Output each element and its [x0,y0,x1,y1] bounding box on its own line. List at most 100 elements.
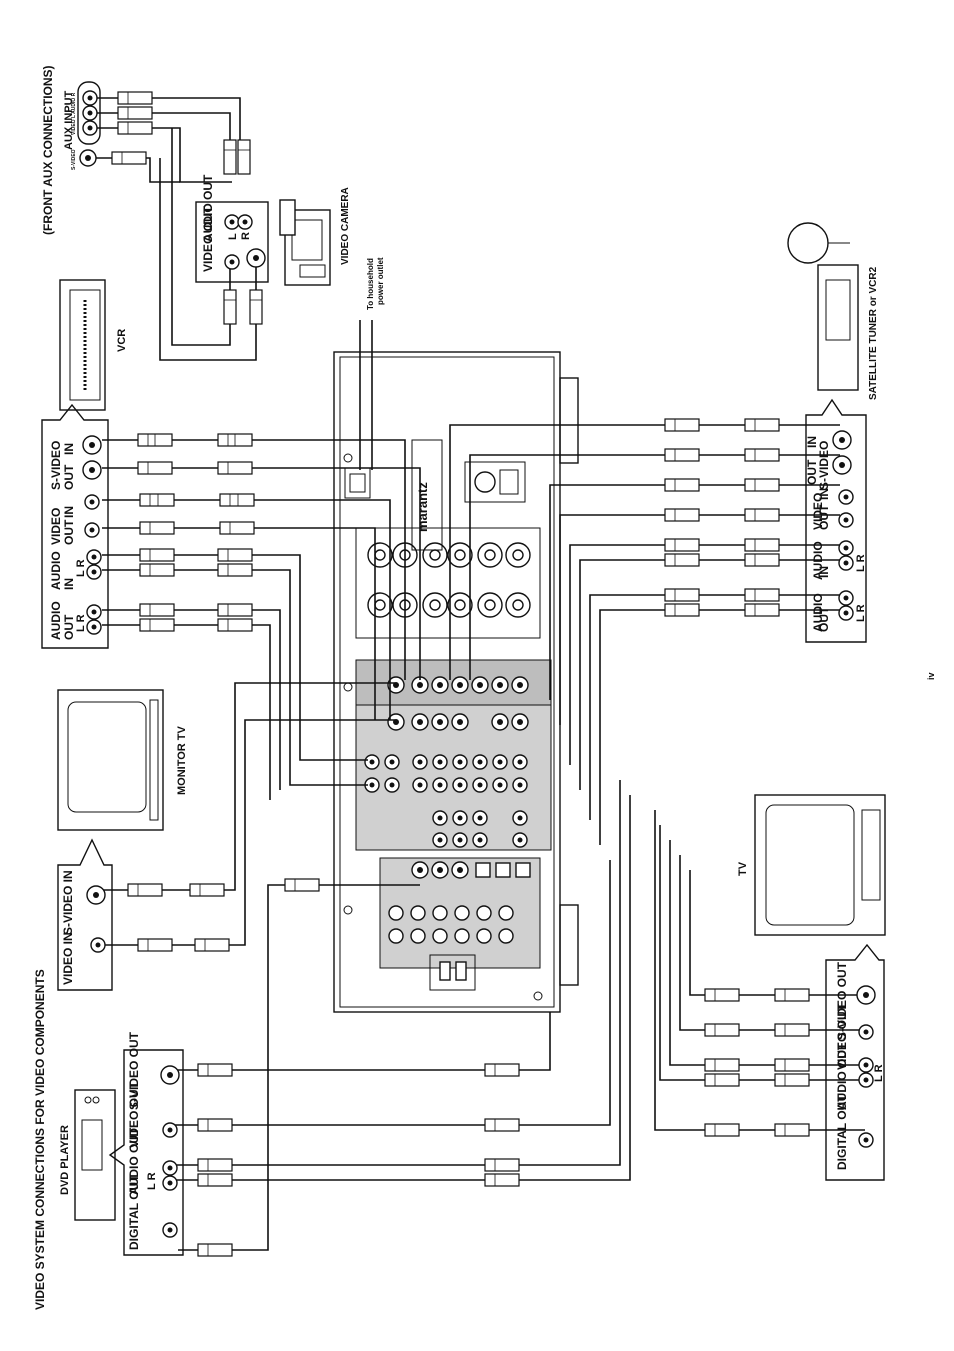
tv-s-video-out-label: S-VIDEO OUT [835,961,849,1040]
plug [664,448,700,462]
plug [774,1058,810,1072]
monitor-video-in-label: VIDEO IN [61,932,75,985]
vcr-audio-out-lr: L R [75,614,87,632]
plug [284,878,320,892]
aux-jack-label-video: VIDEO [71,119,77,135]
vcr-video-label: VIDEO [49,508,63,545]
camera-audio-out-label: AUDIO OUT [201,174,215,242]
plug [774,1123,810,1137]
plug [744,538,780,552]
plug [217,461,253,475]
plug [484,1118,520,1132]
dvd-digital-out-label: DIGITAL OUT [127,1174,141,1250]
plug [664,418,700,432]
plug [217,603,253,617]
receiver-jack-grid [364,676,529,848]
plug [744,603,780,617]
sat-audio-out-lr: L R [855,604,867,622]
plug [197,1118,233,1132]
vcr-s-video-out: OUT [62,464,76,490]
sat-audio-in-lr: L R [855,554,867,572]
satellite-tuner-icon [787,222,859,391]
plug [664,588,700,602]
front-aux-heading: (FRONT AUX CONNECTIONS) [41,65,55,235]
plug [484,1173,520,1187]
tv-icon [754,794,886,936]
monitor-tv-icon [57,689,164,831]
front-aux-input: (FRONT AUX CONNECTIONS) AUX INPUT S-VIDE… [41,65,101,235]
plug [237,139,251,175]
plug [704,1073,740,1087]
cable-plugs [111,91,810,1257]
sat-s-video-label: S-VIDEO [817,441,831,490]
vcr-video-in: IN [62,506,76,518]
plug [194,938,230,952]
vcr-device: VCR S-VIDEO OUT IN VIDEO OUT IN AUDIO IN… [41,279,128,649]
dvd-player-icon [74,1089,116,1221]
plug [664,553,700,567]
plug [664,478,700,492]
plug [223,289,237,325]
camera-r-label: R [240,232,252,240]
page-title: VIDEO SYSTEM CONNECTIONS FOR VIDEO COMPO… [33,969,47,1310]
plug [137,461,173,475]
sat-video-label: VIDEO [811,493,825,530]
plug [774,1023,810,1037]
video-camera: VIDEO OUT AUDIO OUT L R VIDEO CAMERA [195,174,351,286]
plug [744,553,780,567]
plug [664,508,700,522]
satellite-device: SATELLITE TUNER or VCR2 S-VIDEO OUT IN V… [787,222,879,643]
plug [117,91,153,105]
receiver-rear-panel: marantz [333,351,579,1013]
sat-s-video-out: OUT [805,459,819,485]
vcr-audio-in: IN [62,578,76,590]
plug [744,418,780,432]
dvd-audio-out-lr: L R [146,1172,158,1190]
aux-input-label: AUX INPUT [63,90,75,150]
camera-l-label: L [227,233,239,240]
tv-video-out-label: VIDEO OUT [835,1003,849,1070]
page-marker: iv [926,672,936,680]
plug [139,493,175,507]
vcr-icon [59,279,106,411]
plug [744,508,780,522]
plug [484,1158,520,1172]
plug [217,548,253,562]
aux-jack-label-audio: L AUDIO R [71,92,77,118]
sat-audio-in: IN [817,566,831,578]
plug [139,603,175,617]
tv-device: TV S-VIDEO OUT VIDEO OUT AUDIO OUT L R D… [737,794,886,1181]
sat-video-out: OUT [817,504,831,530]
plug [774,1073,810,1087]
monitor-s-video-in-label: S-VIDEO IN [61,870,75,935]
plug [127,883,163,897]
plug [137,433,173,447]
dvd-s-video-out-label: S-VIDEO OUT [127,1031,141,1110]
sat-audio-out: OUT [817,606,831,632]
plug [139,521,175,535]
vcr-label: VCR [116,329,128,352]
plug [744,448,780,462]
sat-audio-out-label: AUDIO [811,593,825,632]
plug [774,988,810,1002]
sat-video-in: IN [817,488,831,500]
plug [117,121,153,135]
plug [111,151,147,165]
monitor-tv-device: MONITOR TV S-VIDEO IN VIDEO IN [57,689,188,991]
dvd-video-out-label: VIDEO OUT [127,1081,141,1148]
tv-audio-out-label: AUDIO OUT [835,1042,849,1110]
power-outlet-note: To household power outlet [366,257,385,310]
vcr-video-out: OUT [62,519,76,545]
plug [197,1158,233,1172]
plug [704,1058,740,1072]
plug [197,1173,233,1187]
plug [197,1243,233,1257]
plug [744,478,780,492]
plug [139,548,175,562]
camcorder-icon [279,199,331,286]
dvd-device: DVD PLAYER S-VIDEO OUT VIDEO OUT AUDIO O… [59,1031,184,1256]
video-camera-label: VIDEO CAMERA [340,187,351,265]
satellite-label: SATELLITE TUNER or VCR2 [868,266,879,400]
plug [137,938,173,952]
